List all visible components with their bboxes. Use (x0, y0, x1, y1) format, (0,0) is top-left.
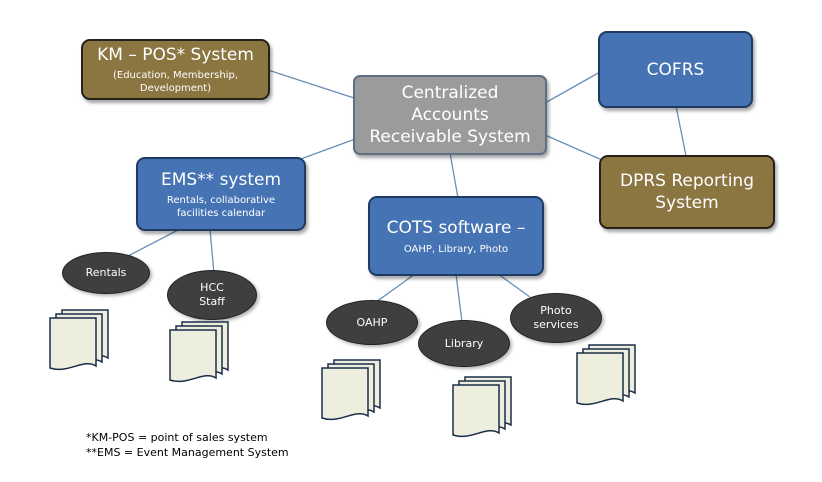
ems-subtitle: Rentals, collaborative facilities calend… (167, 194, 275, 220)
central-ar-node: Centralized Accounts Receivable System (353, 75, 547, 155)
document-stack-icon (452, 376, 512, 438)
kmpos-subtitle-line-2: Development) (139, 83, 212, 94)
dprs-title-line-1: DPRS Reporting (620, 171, 754, 191)
ems-subtitle-line-2: facilities calendar (176, 207, 266, 219)
cots-subtitle: OAHP, Library, Photo (403, 243, 509, 255)
rentals-ellipse: Rentals (62, 252, 150, 294)
photo-label-line-2: services (533, 318, 579, 331)
oahp-ellipse: OAHP (326, 300, 418, 345)
document-stack-icon (169, 321, 229, 383)
cots-node: COTS software – OAHP, Library, Photo (368, 196, 544, 276)
kmpos-title: KM – POS* System (97, 45, 254, 65)
document-stack-icon (49, 309, 109, 371)
cofrs-title: COFRS (646, 59, 705, 80)
connector-ems-hcc (209, 228, 215, 275)
footnote-ems: **EMS = Event Management System (86, 446, 289, 459)
kmpos-subtitle-line-1: (Education, Membership, (112, 70, 239, 81)
central-title-line-1: Centralized (401, 83, 499, 103)
connector-cots-oahp (375, 273, 416, 303)
connector-ems-rentals (127, 228, 181, 257)
central-title-line-3: Receivable System (369, 127, 531, 147)
library-label: Library (444, 336, 484, 350)
hcc-staff-ellipse: HCC Staff (167, 270, 257, 320)
connector-cofrs-dprs (675, 105, 687, 157)
document-stack-icon (321, 359, 381, 421)
hcc-label-line-2: Staff (199, 295, 225, 308)
kmpos-subtitle: (Education, Membership, Development) (113, 69, 238, 95)
rentals-label: Rentals (85, 266, 127, 279)
footnote-kmpos: *KM-POS = point of sales system (86, 431, 268, 444)
photo-services-ellipse: Photo services (510, 293, 602, 343)
cots-title: COTS software – (386, 217, 526, 238)
photo-label-line-1: Photo (540, 304, 572, 317)
document-stack-icon (576, 344, 636, 406)
kmpos-node: KM – POS* System (Education, Membership,… (81, 39, 270, 100)
oahp-label: OAHP (356, 315, 388, 329)
connector-kmpos-central (267, 69, 355, 99)
dprs-node: DPRS Reporting System (599, 155, 775, 229)
connector-cots-photo (497, 273, 531, 298)
connector-central-dprs (544, 134, 603, 161)
cofrs-node: COFRS (598, 31, 753, 108)
hcc-label-line-1: HCC (200, 281, 224, 294)
connector-central-ems (297, 137, 359, 161)
library-ellipse: Library (418, 320, 510, 367)
central-title-line-2: Accounts (411, 105, 489, 125)
ems-node: EMS** system Rentals, collaborative faci… (136, 157, 306, 231)
ems-title: EMS** system (160, 169, 282, 190)
connector-central-cofrs (544, 71, 601, 104)
footnotes: *KM-POS = point of sales system **EMS = … (86, 430, 289, 460)
connector-cots-library (455, 273, 463, 323)
connector-central-cots (449, 152, 459, 199)
dprs-title-line-2: System (655, 193, 719, 213)
ems-subtitle-line-1: Rentals, collaborative (166, 194, 276, 206)
